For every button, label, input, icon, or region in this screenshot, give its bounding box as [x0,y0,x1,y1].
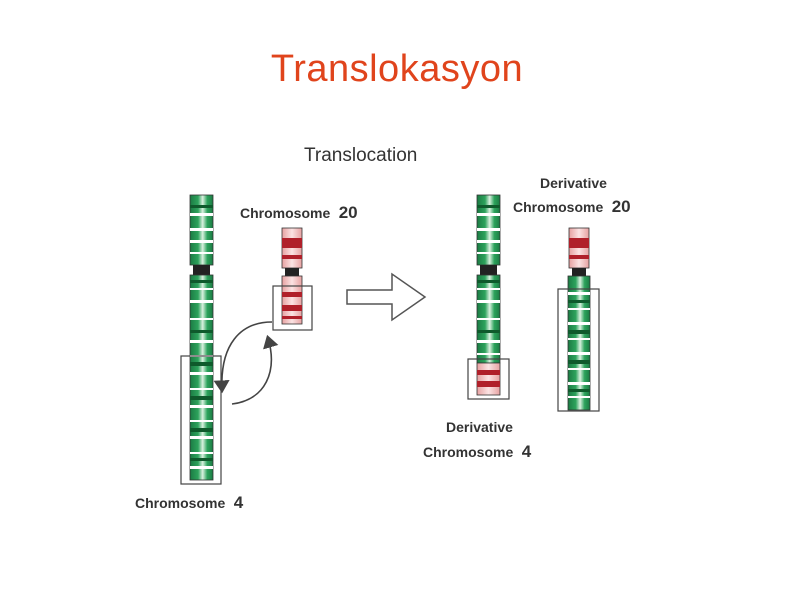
chromosome-4 [189,194,214,481]
slide-title: Translokasyon [270,48,524,90]
swap-arrow-up [231,334,279,405]
label-chromosome-4: Chromosome 4 [135,493,244,512]
swap-arrow-down [213,321,273,394]
label-derivative-4-line2: Chromosome 4 [423,442,532,461]
chr4-selection-box [180,355,222,485]
result-arrow [346,272,427,322]
label-derivative-20-line2: Chromosome 20 [513,197,631,216]
der4-selection-box [467,358,510,400]
derivative-chromosome-4 [476,194,501,396]
derivative-chromosome-20 [567,227,591,411]
chromosome-20 [281,227,303,325]
label-chromosome-20: Chromosome 20 [240,203,358,222]
label-derivative-20-line1: Derivative [540,175,607,191]
diagram-heading: Translocation [304,145,417,166]
chr20-selection-box [272,285,313,331]
der20-selection-box [557,288,600,412]
label-derivative-4-line1: Derivative [446,419,513,435]
